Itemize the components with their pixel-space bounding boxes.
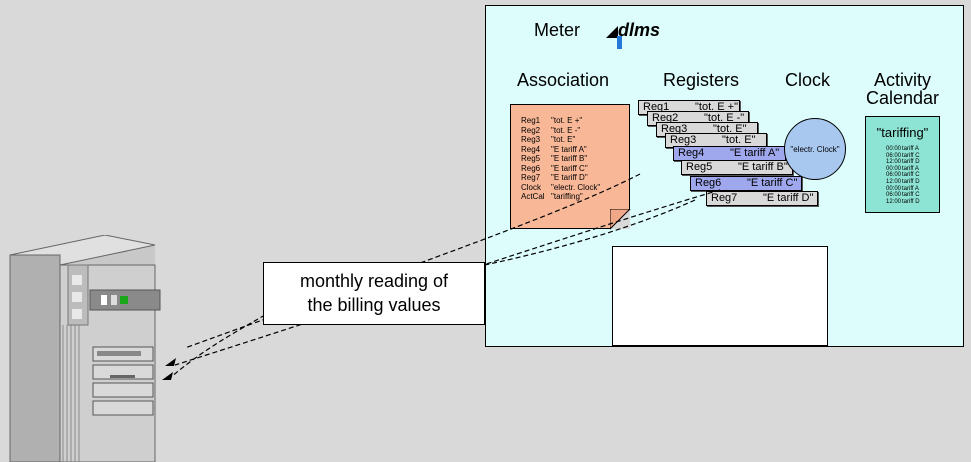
clock-label: Clock bbox=[785, 70, 831, 90]
association-value: "tariffing" bbox=[551, 192, 583, 201]
association-key: Clock bbox=[521, 182, 542, 192]
calendar-tariff: tariff C bbox=[902, 172, 920, 179]
clock-object: "electr. Clock" bbox=[784, 118, 846, 180]
dlms-logo-mark-icon bbox=[606, 26, 622, 49]
association-key: Reg1 bbox=[521, 116, 541, 125]
calendar-title: "tariffing" bbox=[876, 125, 929, 140]
calendar-time: 00:00 bbox=[886, 185, 902, 192]
calendar-row: 12:00tariff D bbox=[886, 159, 920, 165]
calendar-time: 12:00 bbox=[886, 179, 902, 185]
calendar-time: 06:00 bbox=[886, 192, 902, 199]
register-value: "E tariff D" bbox=[763, 192, 814, 204]
register-value: "tot. E" bbox=[722, 134, 756, 146]
register-card: Reg6 "E tariff C" bbox=[690, 176, 802, 191]
association-value: "electr. Clock" bbox=[551, 182, 601, 192]
register-value: "tot. E -" bbox=[704, 112, 745, 124]
clock-text: "electr. Clock" bbox=[790, 144, 840, 154]
calendar-tariff: tariff A bbox=[902, 146, 919, 152]
register-value: "tot. E +" bbox=[695, 101, 738, 113]
register-name: Reg1 bbox=[643, 101, 670, 113]
calendar-row: 06:00tariff C bbox=[886, 192, 920, 198]
register-card: Reg7 "E tariff D" bbox=[706, 191, 818, 206]
association-key: Reg3 bbox=[521, 135, 541, 144]
association-row: Reg1 "tot. E +" bbox=[521, 117, 582, 125]
association-value: "tot. E" bbox=[551, 135, 576, 144]
calendar-tariff: tariff D bbox=[902, 198, 920, 205]
association-value: "E tariff B" bbox=[551, 154, 588, 163]
connector-lower bbox=[169, 314, 266, 379]
reading-label: monthly reading of the billing values bbox=[263, 262, 485, 325]
calendar-tariff: tariff C bbox=[902, 192, 920, 199]
calendar-time: 06:00 bbox=[886, 172, 902, 179]
association-row: Reg4 "E tariff A" bbox=[521, 144, 587, 154]
calendar-tariff: tariff D bbox=[902, 179, 920, 185]
page-fold-icon bbox=[610, 209, 631, 230]
association-key: Reg6 bbox=[521, 163, 541, 173]
dlms-logo-text: dlms bbox=[618, 20, 661, 40]
calendar-time: 00:00 bbox=[886, 165, 902, 172]
meter-title: Meter bbox=[534, 20, 581, 40]
meter-display bbox=[612, 246, 828, 346]
calendar-tariff: tariff D bbox=[902, 159, 920, 166]
association-row: ActCal "tariffing" bbox=[521, 193, 583, 201]
calendar-tariff: tariff A bbox=[902, 185, 919, 192]
association-key: ActCal bbox=[521, 192, 545, 201]
register-name: Reg4 bbox=[678, 147, 705, 159]
register-value: "E tariff A" bbox=[730, 147, 780, 159]
calendar-row: 00:00tariff A bbox=[886, 146, 919, 152]
arrowhead-1 bbox=[165, 358, 176, 366]
calendar-row: 12:00tariff D bbox=[886, 199, 920, 205]
reading-line-1: monthly reading of bbox=[299, 271, 449, 291]
association-value: "tot. E +" bbox=[551, 116, 583, 125]
calendar-time: 12:00 bbox=[886, 198, 902, 205]
calendar-time: 12:00 bbox=[886, 159, 902, 166]
association-key: Reg2 bbox=[521, 125, 541, 135]
register-name: Reg6 bbox=[695, 177, 722, 189]
association-value: "tot. E -" bbox=[551, 125, 581, 135]
association-key: Reg4 bbox=[521, 144, 541, 154]
calendar-label: Calendar bbox=[866, 88, 940, 108]
calendar-tariff: tariff A bbox=[902, 165, 919, 172]
association-row: Clock "electr. Clock" bbox=[521, 182, 601, 192]
calendar-row: 00:00tariff A bbox=[886, 186, 919, 192]
calendar-row: 06:00tariff C bbox=[886, 172, 920, 178]
registers-label: Registers bbox=[663, 70, 740, 90]
register-name: Reg3 bbox=[661, 123, 688, 135]
association-key: Reg5 bbox=[521, 154, 541, 163]
computer-tower-icon bbox=[9, 235, 161, 462]
association-key: Reg7 bbox=[521, 173, 541, 182]
register-card: Reg5 "E tariff B" bbox=[681, 160, 793, 175]
association-row: Reg7 "E tariff D" bbox=[521, 174, 588, 182]
register-card: Reg4 "E tariff A" bbox=[673, 146, 786, 161]
association-row: Reg6 "E tariff C" bbox=[521, 163, 588, 173]
register-value: "E tariff C" bbox=[747, 177, 798, 189]
register-value: "E tariff B" bbox=[738, 161, 788, 173]
association-row: Reg2 "tot. E -" bbox=[521, 125, 581, 135]
register-name: Reg2 bbox=[652, 112, 679, 124]
register-name: Reg7 bbox=[711, 192, 738, 204]
association-value: "E tariff C" bbox=[551, 163, 588, 173]
reading-line-2: the billing values bbox=[307, 295, 441, 315]
calendar-tariff: tariff C bbox=[902, 152, 920, 159]
calendar-row: 12:00tariff D bbox=[886, 179, 920, 185]
association-value: "E tariff A" bbox=[551, 144, 587, 154]
calendar-row: 06:00tariff C bbox=[886, 153, 920, 159]
association-row: Reg5 "E tariff B" bbox=[521, 155, 587, 163]
association-row: Reg3 "tot. E" bbox=[521, 136, 575, 144]
calendar-time: 00:00 bbox=[886, 146, 902, 152]
calendar-time: 06:00 bbox=[886, 152, 902, 159]
association-label: Association bbox=[517, 70, 610, 90]
activity-label: Activity bbox=[874, 70, 932, 90]
association-value: "E tariff D" bbox=[551, 173, 588, 182]
calendar-row: 00:00tariff A bbox=[886, 166, 919, 172]
register-value: "tot. E" bbox=[713, 123, 747, 135]
register-name: Reg3 bbox=[670, 134, 697, 146]
register-name: Reg5 bbox=[686, 161, 713, 173]
